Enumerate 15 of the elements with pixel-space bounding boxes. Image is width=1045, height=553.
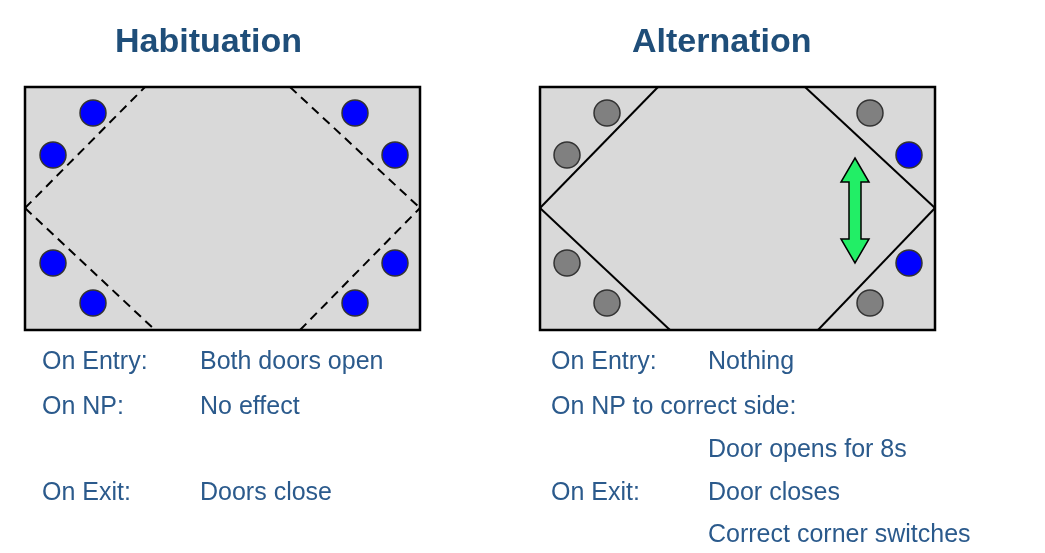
condition-label: On Entry: [551,345,657,375]
outcome-label: Doors close [200,476,332,506]
condition-label: On Entry: [42,345,148,375]
heading: Alternation [632,20,812,60]
condition-label: On NP to correct side: [551,390,797,420]
outcome-label: Both doors open [200,345,384,375]
heading: Habituation [115,20,302,60]
condition-label: On NP: [42,390,124,420]
outcome-label: Correct corner switches [708,518,971,548]
condition-label: On Exit: [551,476,640,506]
outcome-label: Door closes [708,476,840,506]
outcome-label: Door opens for 8s [708,433,907,463]
outcome-label: Nothing [708,345,795,375]
condition-label: On Exit: [42,476,131,506]
outcome-label: No effect [200,390,300,420]
